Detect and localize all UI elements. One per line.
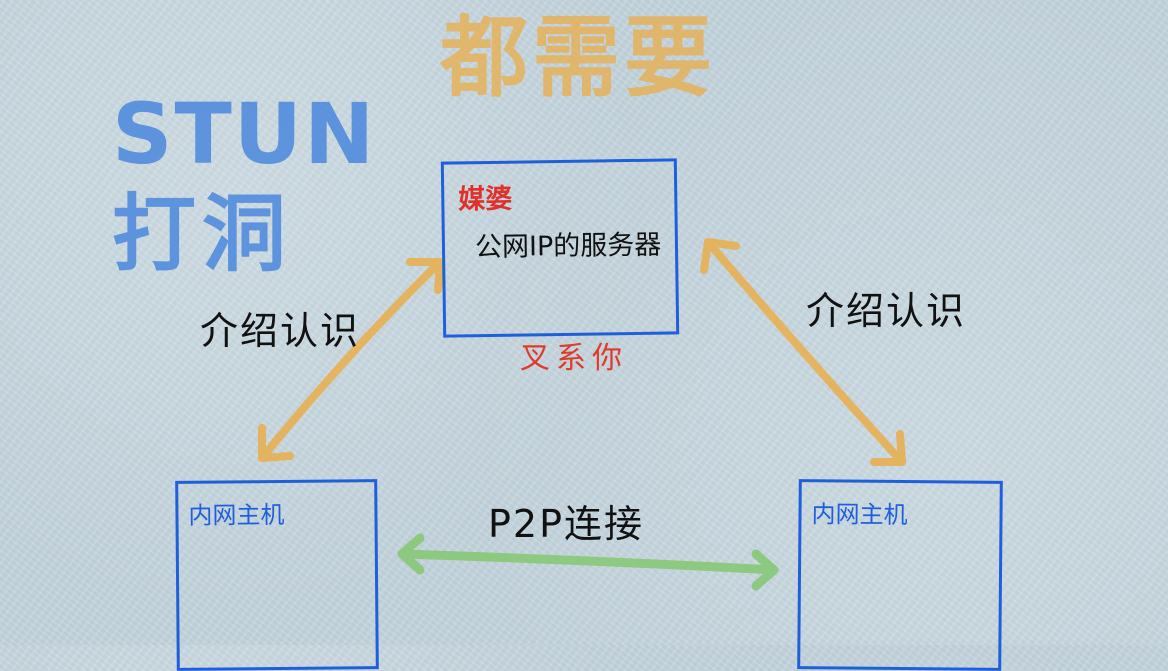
- diagram-canvas: 都需要 STUN 打洞 媒婆 公网IP的服务器 叉系你 介绍认识 介绍认识 内网…: [112, 6, 1003, 671]
- intro-left-label: 介绍认识: [200, 309, 361, 353]
- matchmaker-label: 媒婆: [458, 183, 513, 216]
- server-caption: 叉系你: [520, 341, 628, 376]
- arrow-p2p: [397, 533, 779, 591]
- host-left-label: 内网主机: [188, 500, 285, 530]
- stun-label: STUN: [112, 85, 377, 183]
- host-right-box: 内网主机: [797, 479, 1003, 671]
- intro-right-label: 介绍认识: [806, 289, 967, 333]
- arrow-left-intro: [258, 258, 444, 462]
- arrow-right-intro: [700, 238, 906, 466]
- server-box: 媒婆 公网IP的服务器: [440, 158, 680, 338]
- hole-punching-label: 打洞: [112, 185, 293, 283]
- title-heading: 都需要: [440, 6, 717, 109]
- server-description: 公网IP的服务器: [474, 229, 662, 264]
- host-right-label: 内网主机: [811, 500, 908, 530]
- host-left-box: 内网主机: [175, 479, 379, 671]
- arrows-layer: [258, 238, 906, 591]
- p2p-label: P2P连接: [488, 502, 645, 546]
